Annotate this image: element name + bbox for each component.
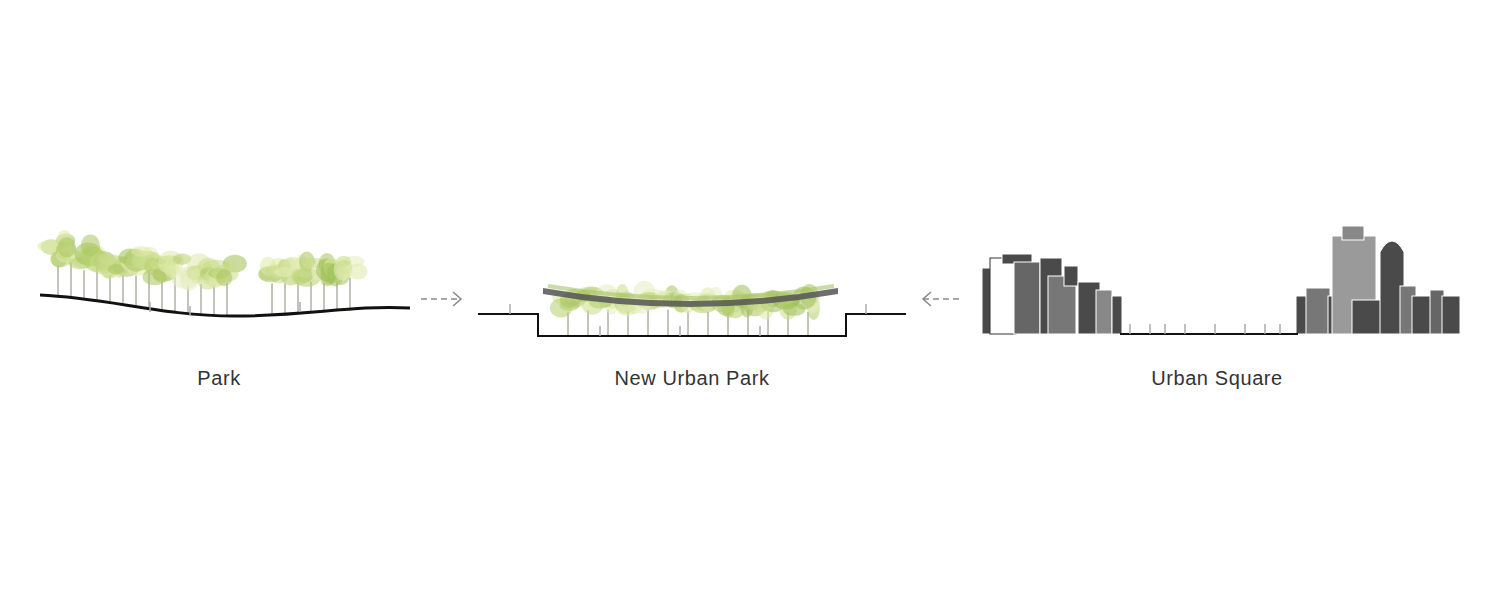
canopy-roof-green xyxy=(548,286,834,298)
tree-trunk xyxy=(350,278,351,311)
tree-trunk xyxy=(227,283,228,316)
tree-canopy xyxy=(216,269,232,286)
tree-trunk xyxy=(272,283,273,314)
tree-trunk xyxy=(588,310,589,336)
tree-trunk xyxy=(808,312,809,336)
arrow-head xyxy=(923,292,931,306)
tree-trunk xyxy=(162,282,163,310)
person xyxy=(1164,324,1166,334)
square-ground xyxy=(1120,333,1298,335)
tree-canopy xyxy=(336,256,351,267)
tree-trunk xyxy=(688,311,689,336)
person xyxy=(189,306,191,316)
person xyxy=(679,326,681,336)
person xyxy=(599,326,601,336)
city-right xyxy=(1296,226,1460,334)
section-panel: Urban Square xyxy=(976,240,1458,390)
person xyxy=(759,326,761,336)
tree-canopy xyxy=(58,237,76,258)
section-panel: Park xyxy=(34,240,404,390)
person xyxy=(299,302,301,312)
arrow-line xyxy=(923,298,959,300)
person xyxy=(1264,324,1266,334)
section-label: New Urban Park xyxy=(478,366,906,390)
person xyxy=(1184,324,1186,334)
park-trees xyxy=(37,230,368,316)
tree-trunk xyxy=(324,283,325,312)
person xyxy=(1279,324,1281,334)
tree-trunk xyxy=(708,312,709,336)
flow-arrow xyxy=(421,292,461,306)
tree-trunk xyxy=(84,270,85,297)
tree-trunk xyxy=(337,282,338,311)
tree-trunk xyxy=(136,275,137,305)
person xyxy=(509,304,511,314)
person xyxy=(1244,324,1246,334)
tree-trunk xyxy=(568,312,569,336)
tree-trunk xyxy=(71,263,72,297)
section-label: Urban Square xyxy=(976,366,1458,390)
tree-trunk xyxy=(648,309,649,336)
person xyxy=(1149,324,1151,334)
pit-trees xyxy=(550,281,821,336)
pit-section xyxy=(478,314,906,336)
person xyxy=(1214,324,1216,334)
person xyxy=(1129,324,1131,334)
person xyxy=(865,304,867,314)
flow-arrow xyxy=(923,292,959,306)
tree-trunk xyxy=(298,283,299,313)
tree-trunk xyxy=(285,283,286,314)
people xyxy=(150,302,1280,336)
tree-canopy xyxy=(131,246,151,256)
section-label: Park xyxy=(34,366,404,390)
park-ground xyxy=(40,295,410,316)
arrow-head xyxy=(453,292,461,306)
tree-trunk xyxy=(58,265,59,295)
arrow-line xyxy=(421,298,461,300)
tree-trunk xyxy=(668,310,669,336)
tree-trunk xyxy=(214,285,215,315)
city-left xyxy=(982,254,1122,334)
person xyxy=(149,302,151,312)
tree-trunk xyxy=(123,276,124,304)
section-panel: New Urban Park xyxy=(478,240,906,390)
tree-trunk xyxy=(201,284,202,314)
tree-trunk xyxy=(608,309,609,336)
